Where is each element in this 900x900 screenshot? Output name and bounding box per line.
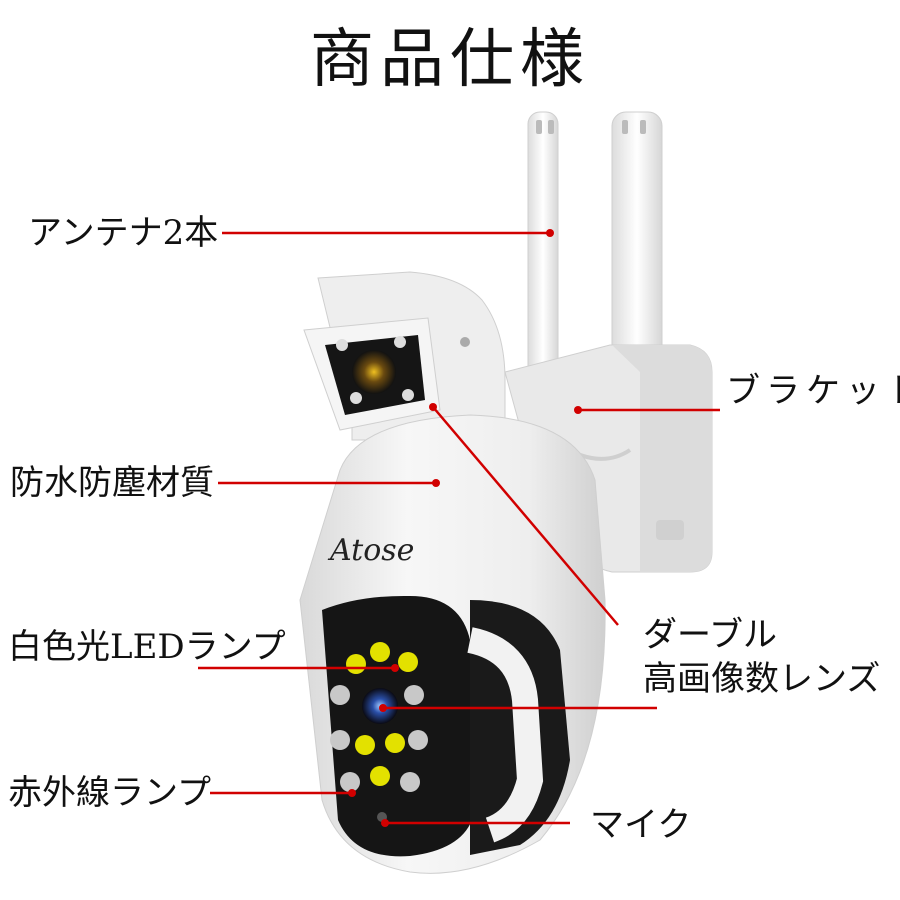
- label-dual-lens-line2: 高画像数レンズ: [643, 659, 881, 699]
- page-title: 商品仕様: [310, 23, 590, 97]
- dome-body: Atose: [299, 414, 606, 874]
- ir-led-group: [330, 685, 428, 792]
- antenna-left: [527, 111, 559, 381]
- label-ir-lamp: 赤外線ランプ: [8, 773, 211, 813]
- callout-dots: [348, 229, 582, 827]
- label-antenna: アンテナ2本: [28, 213, 219, 253]
- label-bracket: ブラケット: [726, 371, 900, 411]
- upper-camera-housing: [303, 271, 506, 441]
- label-dual-lens-line1: ダーブル: [643, 615, 777, 655]
- callout-lines: [198, 231, 720, 825]
- brand-logo: Atose: [327, 533, 414, 568]
- label-mic: マイク: [590, 805, 692, 845]
- label-material: 防水防塵材質: [10, 463, 214, 503]
- label-white-led: 白色光LEDランプ: [8, 627, 286, 667]
